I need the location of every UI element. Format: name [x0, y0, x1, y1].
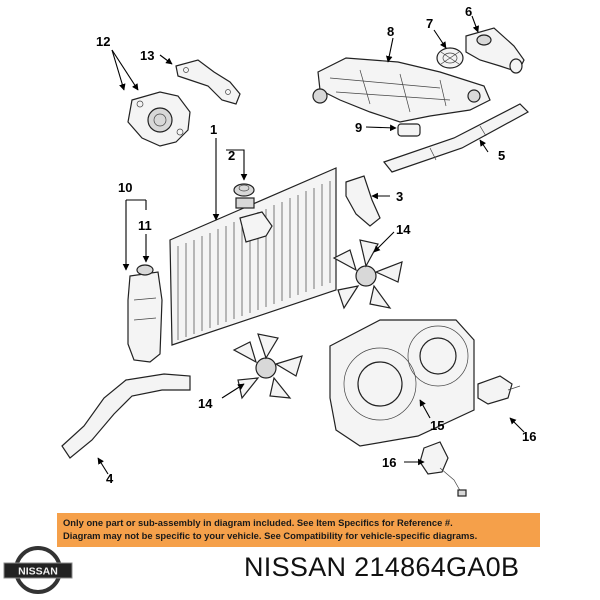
radiator-cap-part	[233, 183, 255, 197]
callout-16: 16	[382, 455, 396, 470]
callout-8: 8	[387, 24, 394, 39]
callout-13: 13	[140, 48, 154, 63]
notice-line-1: Only one part or sub-assembly in diagram…	[63, 517, 453, 528]
callout-2: 2	[228, 148, 235, 163]
fan-shroud-part	[329, 319, 475, 447]
thermostat-housing-part	[465, 27, 525, 74]
water-pump-part	[127, 91, 191, 147]
reservoir-cap-part	[136, 264, 154, 276]
fan-motor-part	[419, 441, 467, 497]
lower-hose-part	[61, 373, 191, 459]
callout-14: 14	[396, 222, 411, 237]
leader-lines	[97, 15, 525, 475]
thermostat-part	[436, 47, 464, 69]
radiator-part	[169, 167, 337, 346]
notice-line-2: Diagram may not be specific to your vehi…	[63, 530, 478, 541]
callout-16: 16	[522, 429, 536, 444]
callout-11: 11	[138, 218, 152, 233]
callout-12: 12	[96, 34, 110, 49]
callout-1: 1	[210, 122, 217, 137]
water-pipe-part	[382, 103, 529, 173]
callout-labels: 12 13 8 7 6 9 5 1 2 3 10 11 14 14 15 16 …	[96, 4, 536, 486]
callout-14: 14	[198, 396, 213, 411]
logo-lettering: NISSAN	[18, 566, 58, 578]
reservoir-tank-part	[127, 271, 163, 363]
nissan-logo: NISSAN	[3, 546, 73, 594]
callout-10: 10	[118, 180, 132, 195]
notice-banner: Only one part or sub-assembly in diagram…	[57, 513, 540, 547]
callout-6: 6	[465, 4, 472, 19]
upper-hose-part	[345, 175, 381, 227]
part-number-title: NISSAN 214864GA0B	[244, 552, 520, 582]
outlet-gasket-part	[397, 123, 421, 137]
callout-4: 4	[106, 471, 114, 486]
fan-motor-part	[477, 375, 521, 405]
callout-9: 9	[355, 120, 362, 135]
water-outlet-manifold-part	[312, 57, 491, 123]
water-pump-gasket-part	[175, 59, 241, 105]
callout-3: 3	[396, 189, 403, 204]
callout-15: 15	[430, 418, 444, 433]
callout-7: 7	[426, 16, 433, 31]
fan-blade-part	[232, 333, 303, 400]
callout-5: 5	[498, 148, 505, 163]
fan-blade-part	[332, 239, 403, 310]
